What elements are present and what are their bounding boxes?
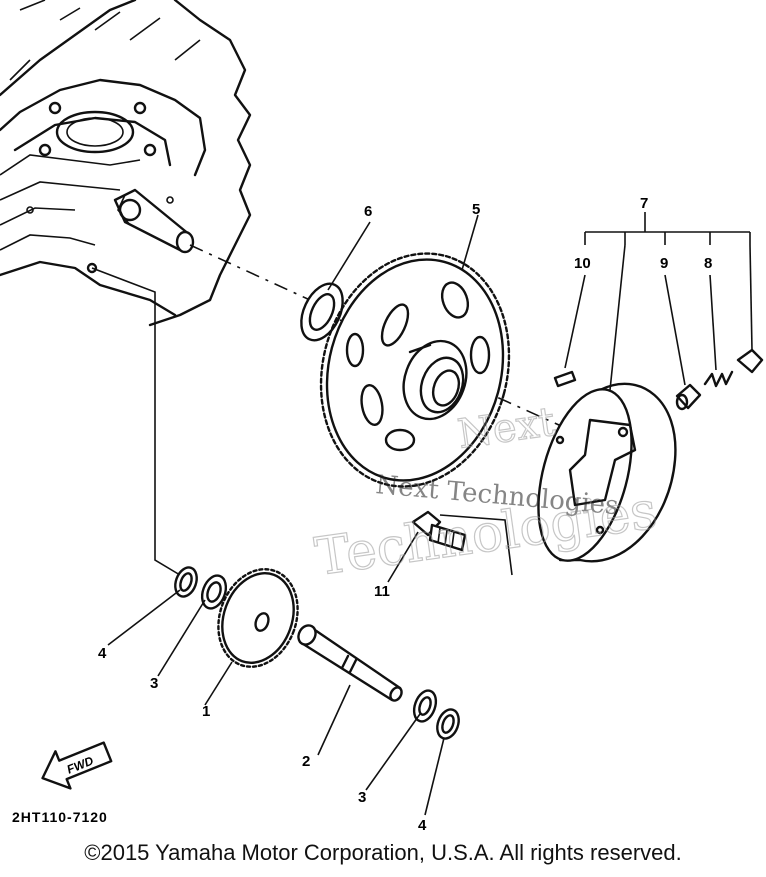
callout-2: 2 [302, 753, 310, 770]
part-code: 2HT110-7120 [12, 809, 108, 825]
callout-labels: 1 2 3 3 4 4 5 6 7 8 9 10 11 [98, 195, 712, 834]
idler-shaft-2 [297, 624, 403, 702]
clutch-pin-10 [553, 370, 577, 388]
callout-8: 8 [704, 255, 712, 272]
callout-3-upper: 3 [150, 675, 158, 692]
washer-3-upper [200, 574, 228, 610]
callout-4-upper: 4 [98, 645, 107, 662]
engine-crankcase [0, 0, 252, 327]
circlip-4-upper [174, 566, 198, 598]
callout-9: 9 [660, 255, 668, 272]
callout-6: 6 [364, 203, 372, 220]
starter-clutch-7 [537, 382, 677, 563]
callout-5: 5 [472, 201, 480, 218]
clutch-roller-9 [675, 383, 702, 411]
bolt-11 [411, 510, 467, 552]
callout-10: 10 [574, 255, 591, 272]
starter-wheel-gear-5 [319, 252, 511, 488]
circlip-4-lower [436, 708, 460, 740]
fwd-arrow: FWD [41, 741, 113, 790]
callout-1: 1 [202, 703, 210, 720]
callout-11: 11 [374, 583, 390, 600]
idler-gear-1 [217, 568, 299, 668]
callout-4-lower: 4 [418, 817, 427, 834]
copyright-notice: ©2015 Yamaha Motor Corporation, U.S.A. A… [84, 840, 682, 865]
callout-7: 7 [640, 195, 648, 212]
washer-3-lower [412, 689, 438, 723]
clutch-cap [736, 348, 764, 374]
leader-lines [107, 212, 753, 816]
clutch-spring-8 [703, 370, 734, 388]
callout-3-lower: 3 [358, 789, 366, 806]
